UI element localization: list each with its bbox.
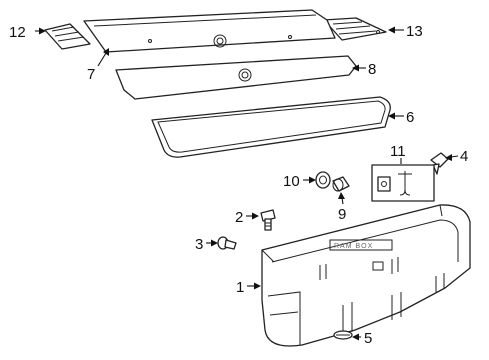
callout-10: 10 [283, 173, 300, 190]
callout-3: 3 [195, 236, 203, 253]
part-9-plug [332, 176, 350, 192]
callout-8: 8 [368, 61, 376, 78]
part-3-screw [217, 236, 237, 250]
callout-4: 4 [460, 148, 468, 165]
part-5-drain-cap [333, 330, 353, 340]
part-7-top-rail-cap [83, 9, 336, 53]
callout-labels: 12 13 7 8 6 4 11 10 9 2 3 1 5 [9, 23, 468, 347]
part-1-storage-bin: RAM BOX [261, 204, 471, 347]
part-10-grommet [315, 171, 331, 189]
callout-2: 2 [235, 209, 243, 226]
part-12-left-end-cap [44, 23, 91, 50]
leader-lines [35, 26, 459, 341]
part-2-bolt [260, 209, 276, 231]
callout-6: 6 [406, 109, 414, 126]
part-11-latch-group [371, 164, 435, 202]
callout-7: 7 [87, 66, 95, 83]
part-13-right-end-cap [323, 17, 387, 41]
callout-11: 11 [390, 143, 406, 160]
callout-13: 13 [406, 23, 423, 40]
bin-embossed-label: RAM BOX [334, 243, 373, 250]
callout-9: 9 [338, 206, 346, 223]
part-8-lid-panel [115, 55, 357, 100]
callout-1: 1 [236, 279, 244, 296]
callout-12: 12 [9, 24, 26, 41]
callout-5: 5 [364, 330, 372, 347]
part-6-lid-seal [151, 96, 391, 158]
